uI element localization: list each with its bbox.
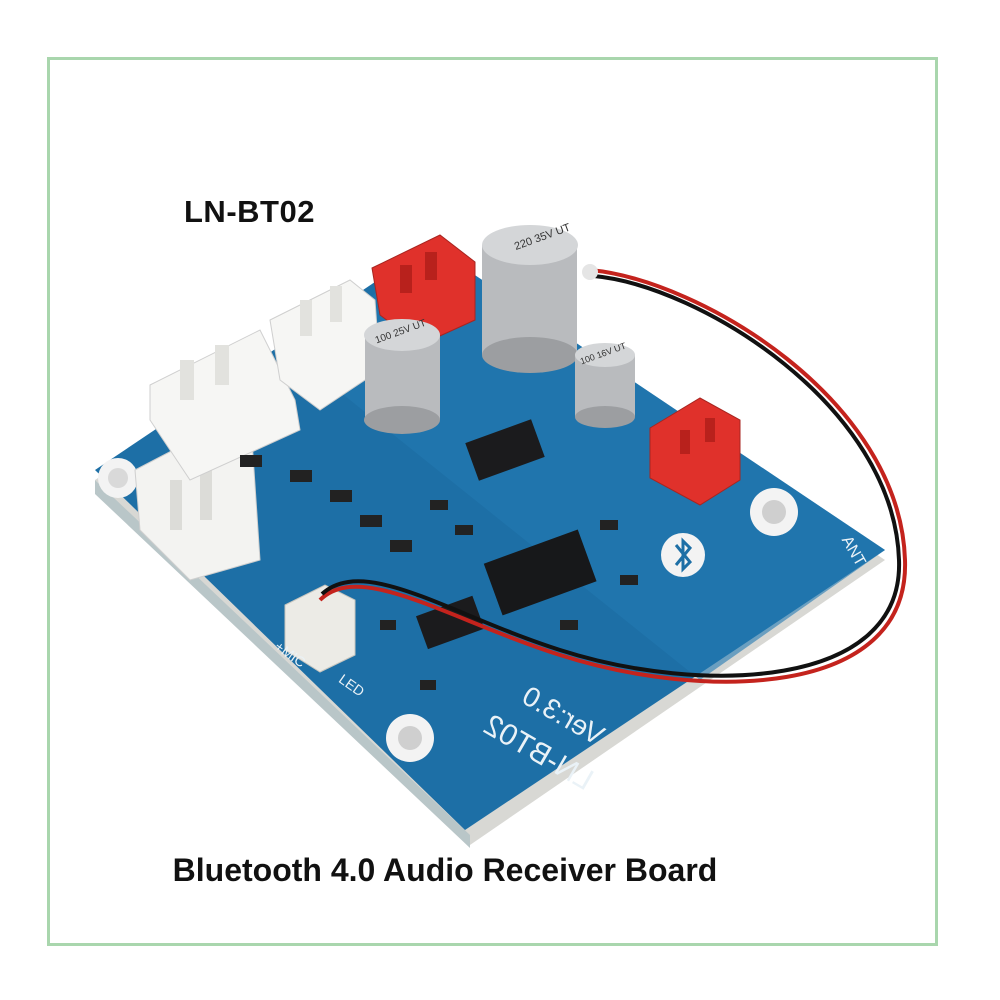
antenna-wire-red (318, 268, 908, 684)
mounting-hole (750, 488, 798, 536)
white-connector (269, 279, 381, 411)
mounting-hole (386, 714, 434, 762)
antenna-wire-black (320, 274, 902, 678)
red-connector (371, 234, 476, 346)
mounting-hole (98, 458, 138, 498)
photo-frame (47, 57, 938, 946)
capacitor-100uf-25v (364, 319, 440, 434)
bluetooth-icon (661, 533, 705, 577)
product-caption: Bluetooth 4.0 Audio Receiver Board (172, 852, 718, 888)
capacitor-220uf (482, 225, 578, 373)
ic-chip (415, 595, 485, 650)
wire-solder (582, 264, 598, 280)
capacitor-100uf-16v (575, 343, 635, 428)
pcb-board (95, 245, 885, 830)
pcb-board-shade (300, 245, 885, 680)
bluetooth-chip (483, 529, 597, 616)
white-connector (149, 329, 301, 481)
model-label: LN-BT02 (184, 194, 315, 229)
ic-chip (465, 419, 545, 481)
red-connector (649, 397, 741, 506)
mic-connector (284, 584, 356, 673)
smd-components (240, 455, 638, 690)
